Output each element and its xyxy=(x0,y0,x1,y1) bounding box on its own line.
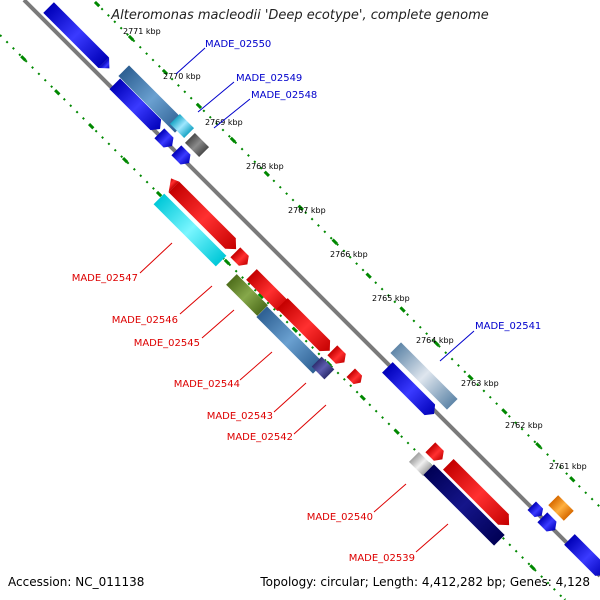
gene-label-made-02548[interactable]: MADE_02548 xyxy=(251,90,317,101)
gene-red-small-3[interactable] xyxy=(425,442,447,464)
leader-line-made-02546 xyxy=(179,285,213,315)
leader-line-made-02545 xyxy=(201,309,235,339)
leader-line-made-02549 xyxy=(197,81,235,113)
leader-line-made-02542 xyxy=(293,404,327,435)
kbp-label: 2766 kbp xyxy=(330,250,368,259)
accession-text: Accession: NC_011138 xyxy=(8,575,145,589)
gene-made-02539[interactable] xyxy=(442,458,514,530)
gene-red-lower-small[interactable] xyxy=(346,368,365,387)
topology-text: Topology: circular; Length: 4,412,282 bp… xyxy=(260,575,590,589)
kbp-label: 2763 kbp xyxy=(461,379,499,388)
gene-made-02545[interactable] xyxy=(226,274,268,316)
gene-red-small-2[interactable] xyxy=(327,345,349,367)
gene-navy[interactable] xyxy=(423,464,505,546)
gene-blue-lower-6[interactable] xyxy=(537,512,560,535)
gene-label-made-02541[interactable]: MADE_02541 xyxy=(475,321,541,332)
gene-label-made-02544[interactable]: MADE_02544 xyxy=(174,379,240,390)
gene-blue-lower-3[interactable] xyxy=(171,145,194,168)
kbp-label: 2769 kbp xyxy=(205,118,243,127)
gene-steel-blue-2[interactable] xyxy=(256,306,324,374)
gene-made-02544[interactable] xyxy=(246,269,292,315)
kbp-label: 2765 kbp xyxy=(372,294,410,303)
gene-made-02547[interactable] xyxy=(153,193,227,267)
leader-line-made-02543 xyxy=(273,382,307,413)
gene-blue-lower-1[interactable] xyxy=(109,78,165,134)
leader-line-made-02547 xyxy=(139,242,173,274)
gene-blue-lower-7[interactable] xyxy=(564,534,600,580)
kbp-label: 2764 kbp xyxy=(416,336,454,345)
leader-line-made-02539 xyxy=(415,523,449,553)
gene-steel-blue-1[interactable] xyxy=(118,65,186,133)
gene-label-made-02540[interactable]: MADE_02540 xyxy=(307,512,373,523)
gene-made-02550[interactable] xyxy=(43,2,114,73)
kbp-label: 2770 kbp xyxy=(163,72,201,81)
leader-line-made-02548 xyxy=(213,98,251,129)
genome-title: Alteromonas macleodii 'Deep ecotype', co… xyxy=(111,8,489,23)
gene-blue-lower-2[interactable] xyxy=(154,128,177,151)
gene-label-made-02542[interactable]: MADE_02542 xyxy=(227,432,293,443)
gene-made-02546[interactable] xyxy=(163,176,241,254)
gene-blue-lower-5[interactable] xyxy=(527,501,546,520)
gene-blue-lower-4[interactable] xyxy=(382,362,439,419)
gene-made-02540[interactable] xyxy=(408,451,434,477)
outer-tick-track xyxy=(94,1,600,508)
gene-red-small-1[interactable] xyxy=(230,247,252,269)
gene-label-made-02545[interactable]: MADE_02545 xyxy=(134,338,200,349)
gene-made-02543[interactable] xyxy=(277,298,335,356)
gene-orange[interactable] xyxy=(548,495,574,521)
gene-label-made-02543[interactable]: MADE_02543 xyxy=(207,411,273,422)
gene-label-made-02550[interactable]: MADE_02550 xyxy=(205,39,271,50)
kbp-label: 2771 kbp xyxy=(123,27,161,36)
leader-line-made-02550 xyxy=(175,47,206,75)
kbp-label: 2761 kbp xyxy=(549,462,587,471)
genome-backbone xyxy=(22,0,600,578)
gene-made-02548[interactable] xyxy=(184,132,210,158)
leader-line-made-02540 xyxy=(373,483,407,513)
gene-made-02549[interactable] xyxy=(169,113,195,139)
gene-label-made-02547[interactable]: MADE_02547 xyxy=(72,273,138,284)
gene-made-02542[interactable] xyxy=(311,356,335,380)
leader-line-made-02544 xyxy=(239,351,273,381)
kbp-label: 2767 kbp xyxy=(288,206,326,215)
gene-made-02541[interactable] xyxy=(390,342,458,410)
leader-line-made-02541 xyxy=(439,330,475,362)
gene-label-made-02546[interactable]: MADE_02546 xyxy=(112,315,178,326)
gene-label-made-02539[interactable]: MADE_02539 xyxy=(349,553,415,564)
gene-label-made-02549[interactable]: MADE_02549 xyxy=(236,73,302,84)
kbp-label: 2762 kbp xyxy=(505,421,543,430)
kbp-label: 2768 kbp xyxy=(246,162,284,171)
